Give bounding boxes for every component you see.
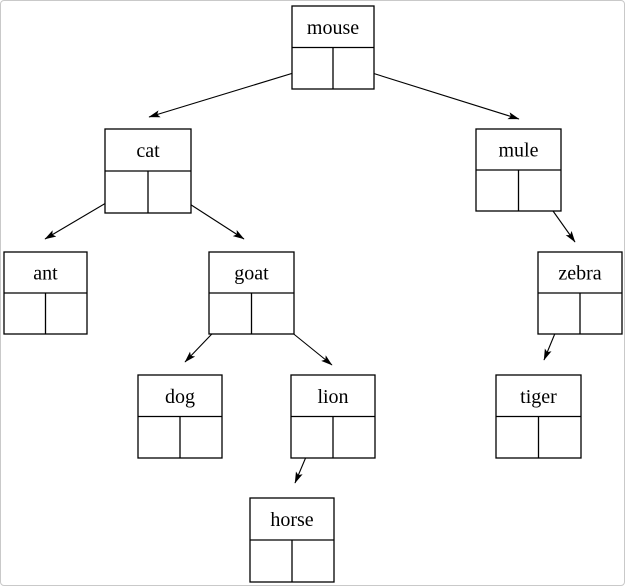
tree-node-mule: mule [475,128,562,212]
node-label-goat: goat [234,263,269,285]
node-label-mule: mule [499,140,539,162]
node-label-zebra: zebra [558,263,601,285]
tree-node-lion: lion [290,374,376,459]
edge-mouse-mule [352,66,520,120]
tree-node-cat: cat [104,128,192,214]
node-label-dog: dog [165,386,195,408]
node-label-ant: ant [33,263,58,285]
node-label-cat: cat [136,140,160,162]
node-label-lion: lion [317,386,348,408]
nodes-layer: mouse cat mule ant goat zebra dog lion tiger hors… [3,5,623,583]
node-label-mouse: mouse [307,17,359,39]
tree-node-dog: dog [137,374,223,459]
edge-mouse-cat [148,66,314,118]
tree-node-goat: goat [208,251,295,335]
tree-node-mouse: mouse [291,5,375,90]
tree-node-zebra: zebra [537,251,623,335]
node-label-horse: horse [270,509,313,531]
tree-node-tiger: tiger [495,374,582,459]
node-label-tiger: tiger [520,386,557,408]
tree-node-ant: ant [3,251,88,335]
tree-node-horse: horse [249,497,335,583]
